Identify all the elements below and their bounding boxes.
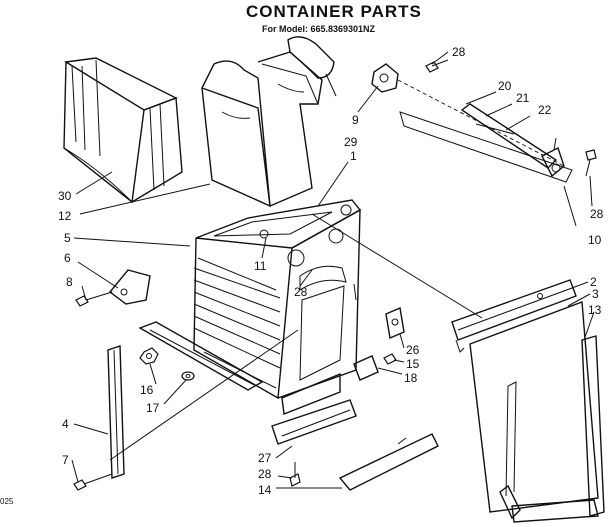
nut-part-16: [139, 347, 159, 365]
callout-28-bottom: 28: [258, 467, 272, 481]
callout-5: 5: [64, 231, 71, 245]
screw-part-8: [75, 291, 113, 307]
bottom-rail-part: [138, 321, 264, 391]
callout-29: 29: [344, 135, 358, 149]
callout-4: 4: [62, 417, 69, 431]
leader-lines: [71, 51, 595, 489]
callout-14: 14: [258, 483, 272, 497]
callout-6: 6: [64, 251, 71, 265]
washer-part-17: [181, 371, 195, 381]
callout-12: 12: [58, 209, 72, 223]
callout-28-top: 28: [452, 45, 466, 59]
callout-20: 20: [498, 79, 512, 93]
callout-8: 8: [66, 275, 73, 289]
callout-21: 21: [516, 91, 530, 105]
callout-22: 22: [538, 103, 552, 117]
toe-plate-part: [271, 399, 439, 491]
callout-28-right: 28: [590, 207, 604, 221]
callout-1: 1: [350, 149, 357, 163]
callout-17: 17: [146, 401, 160, 415]
bracket-part: [108, 269, 151, 305]
diagram-subtitle: For Model: 665.8369301NZ: [262, 24, 376, 34]
callout-28-cabinet: 28: [294, 285, 308, 299]
callout-10: 10: [588, 233, 602, 247]
door-frame-part: [499, 335, 605, 523]
callout-27: 27: [258, 451, 272, 465]
latch-part-26: [385, 307, 405, 339]
callout-7: 7: [62, 453, 69, 467]
callout-9: 9: [352, 113, 359, 127]
liner-panels-part: [201, 36, 335, 208]
screw-part-28-bottom: [289, 462, 301, 487]
left-trim-part: [107, 345, 125, 479]
shaft-assembly-part: [371, 63, 573, 183]
main-cabinet-part: [193, 199, 362, 415]
screw-part-7: [73, 473, 113, 491]
callout-11: 11: [254, 259, 267, 273]
screw-part-28-top: [425, 59, 449, 73]
corner-code: 025: [0, 497, 14, 506]
callout-30: 30: [58, 189, 72, 203]
latch-part-18: [353, 355, 379, 381]
door-glass-part: [469, 301, 599, 513]
screw-part-15: [383, 353, 397, 365]
callout-labels: 28 9 29 20 21 22 30 12 1 28 10 5 11 6 28…: [58, 45, 604, 497]
callout-2: 2: [590, 275, 597, 289]
callout-3: 3: [592, 287, 599, 301]
container-bag-part: [63, 57, 183, 204]
diagram-title: CONTAINER PARTS: [246, 2, 422, 21]
hinge-rail-part: [451, 279, 577, 353]
callout-15: 15: [406, 357, 420, 371]
screw-part-28-right: [585, 149, 597, 177]
callout-26: 26: [406, 343, 420, 357]
callout-16: 16: [140, 383, 154, 397]
callout-18: 18: [404, 371, 418, 385]
callout-13: 13: [588, 303, 602, 317]
